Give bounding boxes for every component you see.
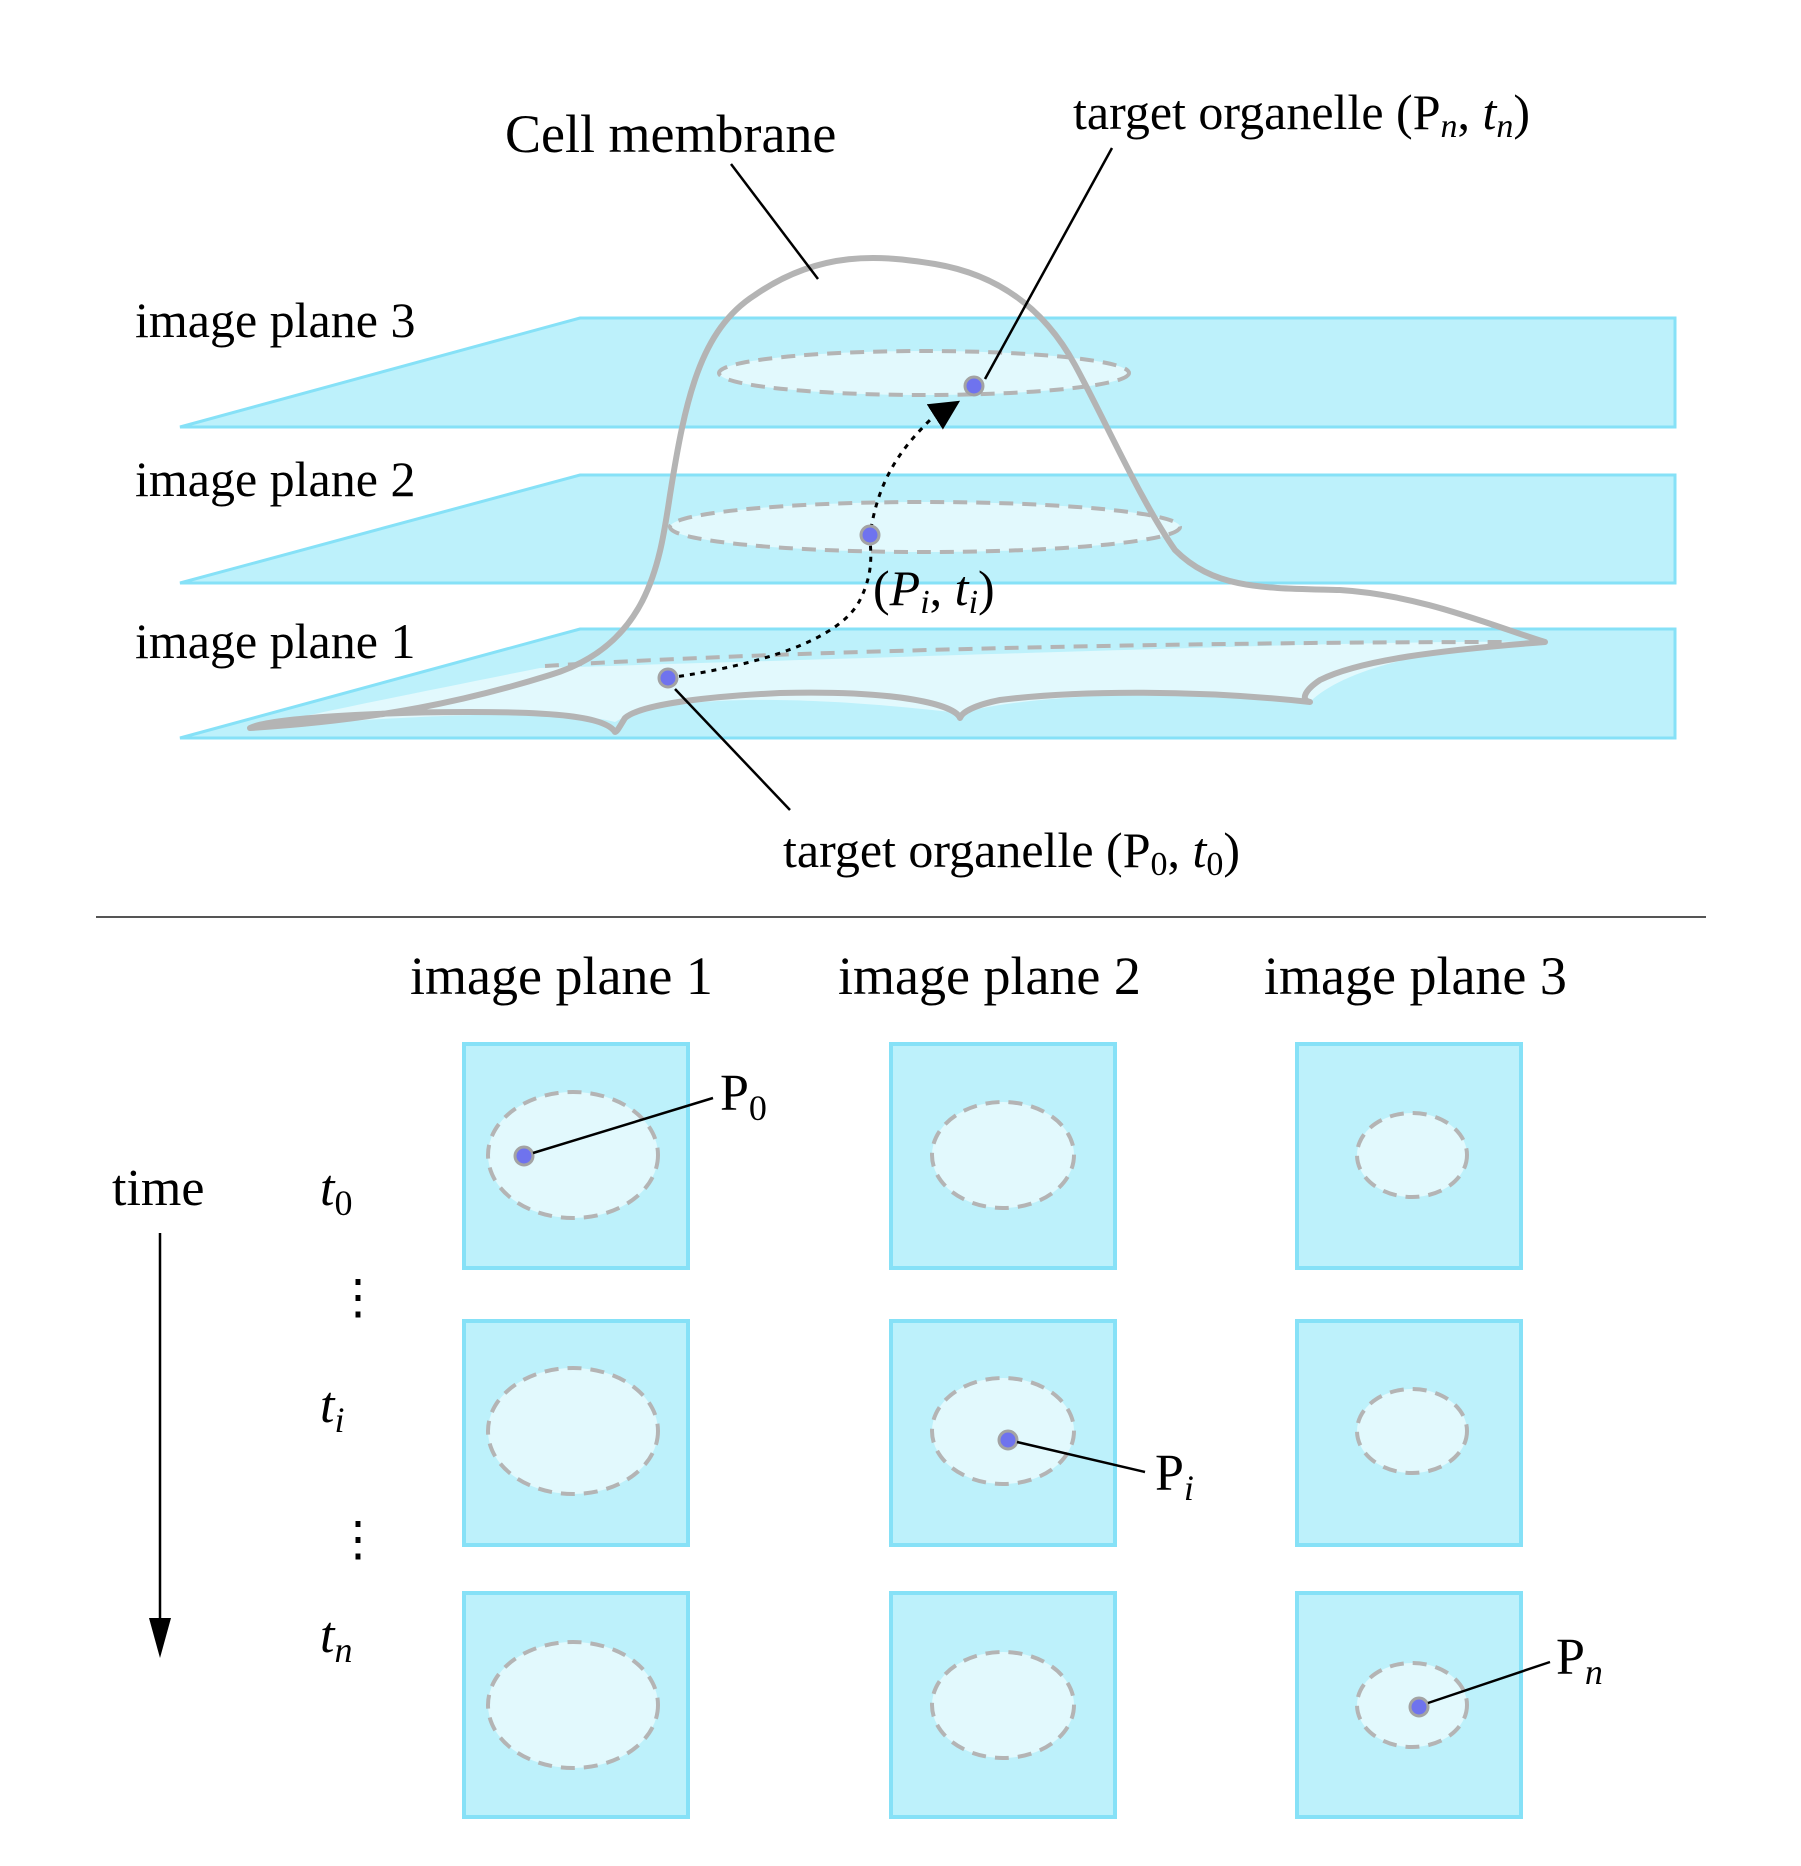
cell-section-plane-2 [668, 500, 1182, 554]
row-label-t0: t0 [320, 1160, 352, 1223]
plane-3-label: image plane 3 [135, 292, 415, 348]
grid-organelle-pi [997, 1429, 1019, 1451]
row-label-ti: ti [320, 1377, 344, 1440]
cell-membrane-label: Cell membrane [505, 104, 836, 164]
target-organelle-pn-label: target organelle (Pn, tn) [1073, 84, 1530, 145]
cell-membrane-outline [247, 254, 1548, 735]
cell-base-fill [250, 641, 1545, 728]
cell-section-ti-plane-3 [1355, 1387, 1469, 1475]
cell-section-plane-3-fill [719, 351, 1129, 395]
target-organelle-p0-label: target organelle (P0, t0) [783, 822, 1240, 883]
row-ellipsis-1: ⋮ [334, 1271, 382, 1324]
organelle-pn [963, 375, 985, 397]
target-pn-leader [983, 147, 1114, 380]
grid-pi-leader [1016, 1440, 1146, 1474]
plane-1-label: image plane 1 [135, 613, 415, 669]
cell-section-tn-plane-1 [486, 1640, 660, 1770]
organelle-pi [859, 524, 881, 546]
grid-label-pn: Pn [1556, 1629, 1603, 1692]
row-label-tn: tn [320, 1607, 352, 1670]
grid-organelle-pn [1408, 1696, 1430, 1718]
grid-p0-leader [532, 1096, 714, 1155]
target-p0-leader [674, 688, 791, 811]
row-ellipsis-2: ⋮ [334, 1513, 382, 1566]
column-header-plane-3: image plane 3 [1264, 946, 1567, 1006]
column-header-plane-1: image plane 1 [410, 946, 713, 1006]
top-3d-view: Cell membrane target organelle (Pn, tn) … [135, 84, 1677, 883]
grid-label-p0: P0 [720, 1065, 767, 1128]
time-axis-label: time [112, 1160, 204, 1217]
cell-section-ti-plane-1 [486, 1366, 660, 1496]
cell-section-plane-1 [544, 640, 1511, 668]
organelle-trajectory [667, 400, 961, 680]
cell-section-t0-plane-3 [1355, 1111, 1469, 1199]
cell-section-plane-3 [717, 349, 1131, 397]
column-header-plane-2: image plane 2 [838, 946, 1141, 1006]
organelle-p0 [657, 667, 679, 689]
plane-2-label: image plane 2 [135, 451, 415, 507]
cell-section-t0-plane-1 [486, 1090, 660, 1220]
cell-section-t0-plane-2 [930, 1100, 1076, 1210]
time-axis-arrowhead [149, 1618, 171, 1658]
bottom-time-grid: image plane 1 image plane 2 image plane … [112, 946, 1603, 1819]
tile-t0-plane-3 [1295, 1042, 1523, 1270]
cell-section-tn-plane-2 [930, 1650, 1076, 1760]
grid-organelle-p0 [513, 1145, 535, 1167]
cell-membrane-leader [730, 163, 819, 280]
cell-section-plane-2-fill [670, 502, 1180, 552]
target-organelle-pi-label: (Pi, ti) [873, 560, 995, 621]
grid-label-pi: Pi [1155, 1445, 1194, 1508]
grid-pn-leader [1427, 1660, 1551, 1705]
